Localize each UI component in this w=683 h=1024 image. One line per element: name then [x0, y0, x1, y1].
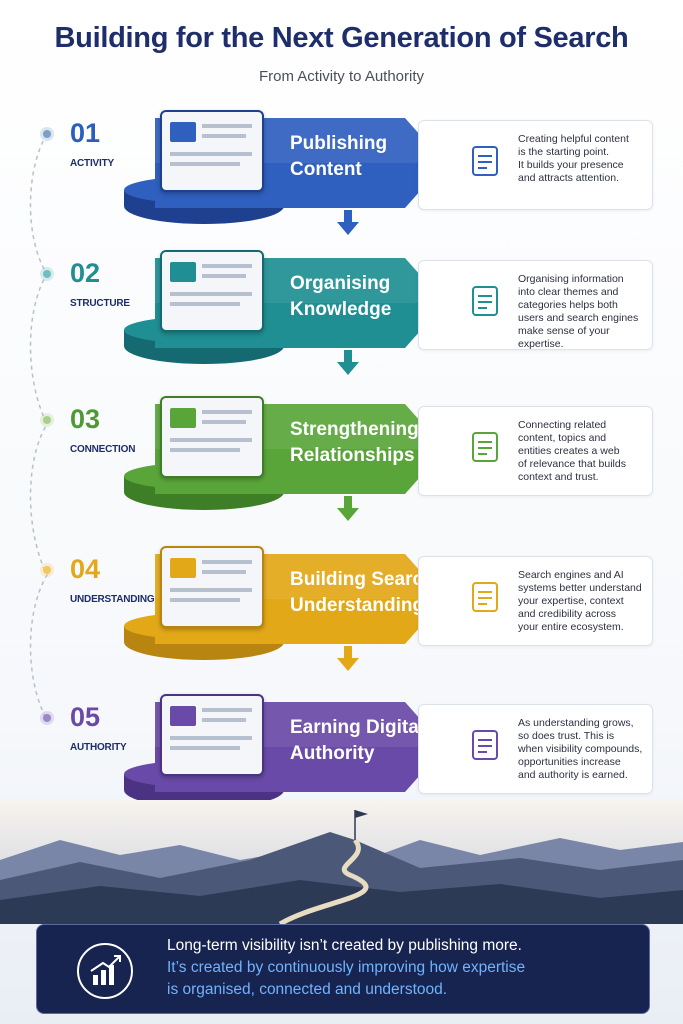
step-05: 05 AUTHORITY Earning Digital Authority — [0, 694, 683, 842]
step-title-line-2: Relationships — [290, 445, 415, 466]
timeline-dot — [43, 270, 51, 278]
step-number: 03 — [70, 404, 101, 434]
step-title-line-2: Content — [290, 159, 362, 180]
step-title: Building Search Understanding — [290, 567, 440, 619]
down-arrow-icon — [337, 350, 359, 375]
brain-icon — [472, 582, 498, 612]
step-title: Strengthening Relationships — [290, 417, 440, 469]
step-description-line: Search engines and AI — [518, 569, 624, 581]
timeline-dot — [43, 566, 51, 574]
timeline-dot — [43, 714, 51, 722]
step-title-line-1: Building Search — [290, 569, 435, 590]
step-description-line: expertise. — [518, 338, 564, 350]
step-label: STRUCTURE — [70, 298, 130, 309]
step-description-line: context and trust. — [518, 471, 599, 483]
footer-callout: Long-term visibility isn’t created by pu… — [36, 924, 650, 1014]
step-01: 01 ACTIVITY Publishing Content — [0, 110, 683, 258]
step-description-line: your expertise, context — [518, 595, 624, 607]
step-title: Publishing Content — [290, 131, 440, 183]
step-02: 02 STRUCTURE Organising Knowledge — [0, 250, 683, 398]
footer-line-3: is organised, connected and understood. — [167, 981, 448, 998]
step-04: 04 UNDERSTANDING Building Search Underst… — [0, 546, 683, 694]
folder-icon — [160, 250, 264, 332]
growth-chart-icon — [77, 943, 133, 999]
step-03: 03 CONNECTION Strengthening Relationship… — [0, 396, 683, 544]
step-number: 05 — [70, 702, 101, 732]
folder-tree-icon — [472, 286, 498, 316]
step-description-line: of relevance that builds — [518, 458, 626, 470]
mountain-scenery — [0, 800, 683, 924]
step-description-line: Creating helpful content — [518, 133, 629, 145]
step-description-line: into clear themes and — [518, 286, 619, 298]
step-title: Organising Knowledge — [290, 271, 440, 323]
step-description-line: and credibility across — [518, 608, 617, 620]
step-number: 04 — [70, 554, 101, 584]
step-description-line: content, topics and — [518, 432, 607, 444]
step-description-line: your entire ecosystem. — [518, 621, 624, 633]
step-number: 01 — [70, 118, 101, 148]
down-arrow-icon — [337, 646, 359, 671]
step-description-line: categories helps both — [518, 299, 618, 311]
step-number: 02 — [70, 258, 101, 288]
step-title: Earning Digital Authority — [290, 715, 440, 767]
trophy-icon — [160, 694, 264, 776]
timeline-dot — [43, 416, 51, 424]
step-label: CONNECTION — [70, 444, 136, 455]
step-description-line: entities creates a web — [518, 445, 620, 457]
step-description-line: Connecting related — [518, 419, 607, 431]
step-description-line: so does trust. This is — [518, 730, 615, 742]
down-arrow-icon — [337, 210, 359, 235]
step-title-line-1: Organising — [290, 273, 391, 294]
page-subtitle: From Activity to Authority — [258, 68, 425, 85]
step-description-line: when visibility compounds, — [518, 743, 643, 755]
document-icon — [472, 146, 498, 176]
network-link-icon — [160, 396, 264, 478]
page-title: Building for the Next Generation of Sear… — [54, 22, 629, 54]
shield-star-icon — [472, 730, 498, 760]
step-description-line: and authority is earned. — [518, 769, 628, 781]
footer-line-1: Long-term visibility isn’t created by pu… — [167, 937, 522, 954]
step-title-line-2: Authority — [290, 743, 375, 764]
step-label: ACTIVITY — [70, 158, 114, 169]
step-description-line: Organising information — [518, 273, 624, 285]
step-title-line-1: Earning Digital — [290, 717, 425, 738]
step-title-line-1: Strengthening — [290, 419, 419, 440]
step-title-line-2: Knowledge — [290, 299, 392, 320]
network-icon — [472, 432, 498, 462]
step-description-line: systems better understand — [518, 582, 642, 594]
step-description-line: is the starting point. — [518, 146, 610, 158]
step-label: AUTHORITY — [70, 742, 127, 753]
step-description-line: As understanding grows, — [518, 717, 634, 729]
laptop-icon — [160, 110, 264, 192]
step-title-line-1: Publishing — [290, 133, 388, 154]
step-description-line: make sense of your — [518, 325, 610, 337]
timeline-dot — [43, 130, 51, 138]
step-description-card: As understanding grows,so does trust. Th… — [418, 704, 653, 794]
footer-line-2: It’s created by continuously improving h… — [167, 959, 526, 976]
search-analytics-icon — [160, 546, 264, 628]
step-description-line: users and search engines — [518, 312, 639, 324]
step-title-line-2: Understanding — [290, 595, 425, 616]
step-description-line: opportunities increase — [518, 756, 621, 768]
down-arrow-icon — [337, 496, 359, 521]
step-description-line: It builds your presence — [518, 159, 624, 171]
step-label: UNDERSTANDING — [70, 594, 155, 605]
step-description-line: and attracts attention. — [518, 172, 619, 184]
